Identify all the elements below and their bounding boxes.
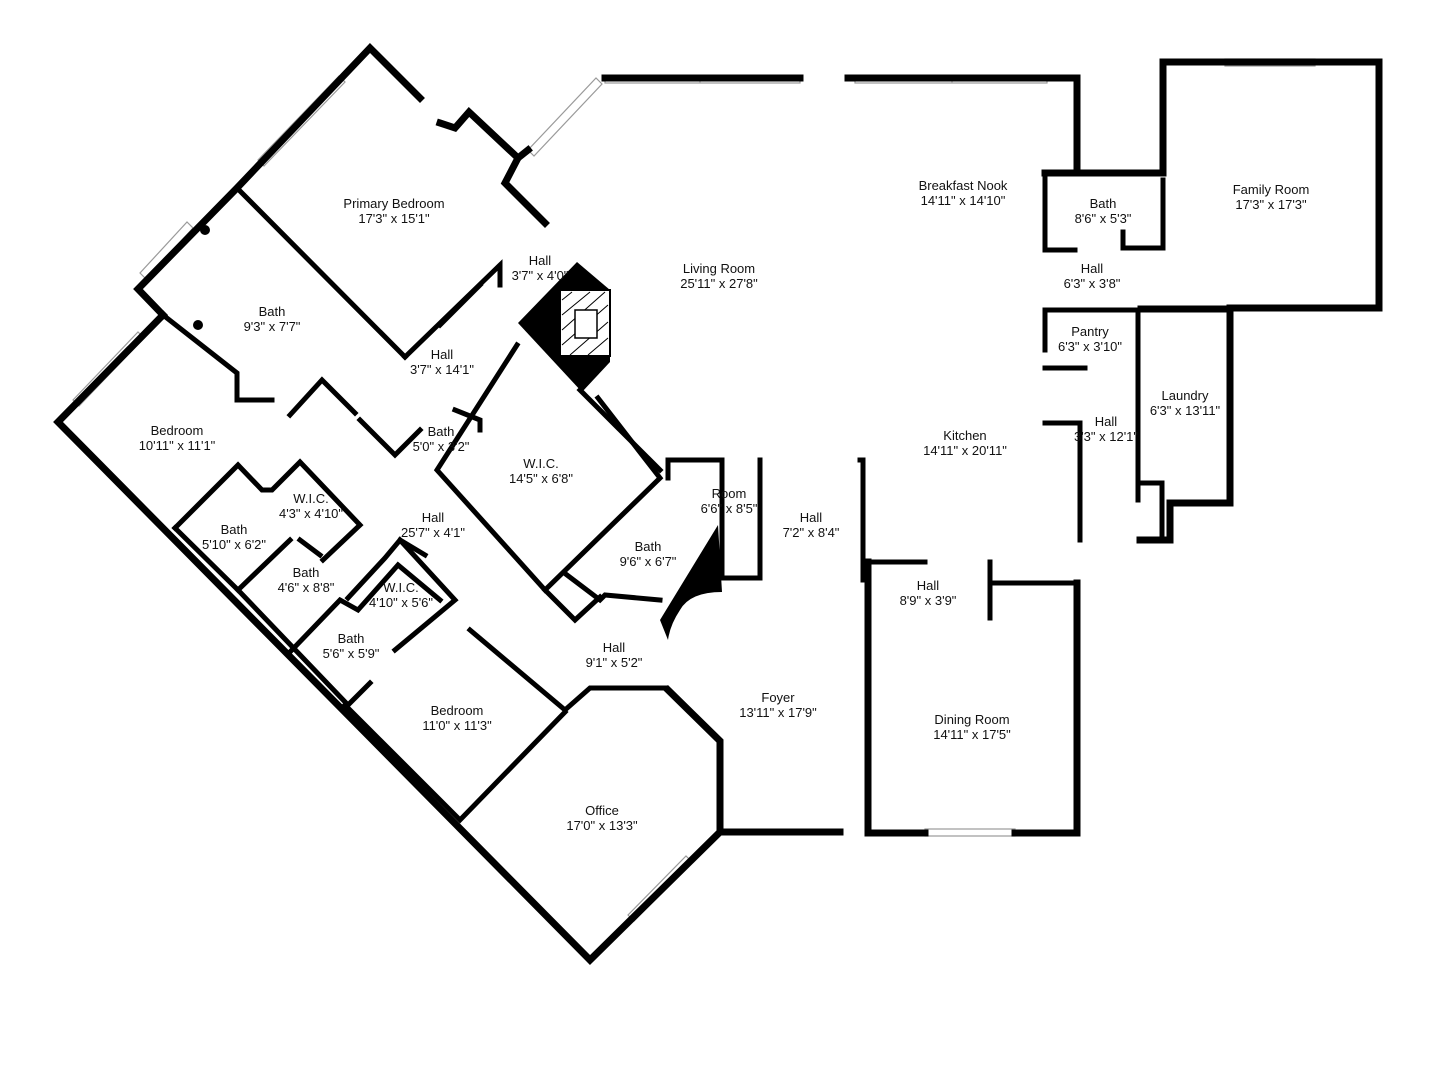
curved-wall [660, 525, 722, 640]
fireplace [518, 262, 611, 392]
room-wic-1: W.I.C.14'5" x 6'8" [508, 456, 574, 486]
interior-walls [159, 170, 1382, 824]
room-wic-2: W.I.C.4'3" x 4'10" [278, 491, 344, 521]
room-wic-3: W.I.C.4'10" x 5'6" [368, 580, 434, 610]
exterior-walls [53, 42, 1383, 965]
doors [193, 225, 210, 330]
